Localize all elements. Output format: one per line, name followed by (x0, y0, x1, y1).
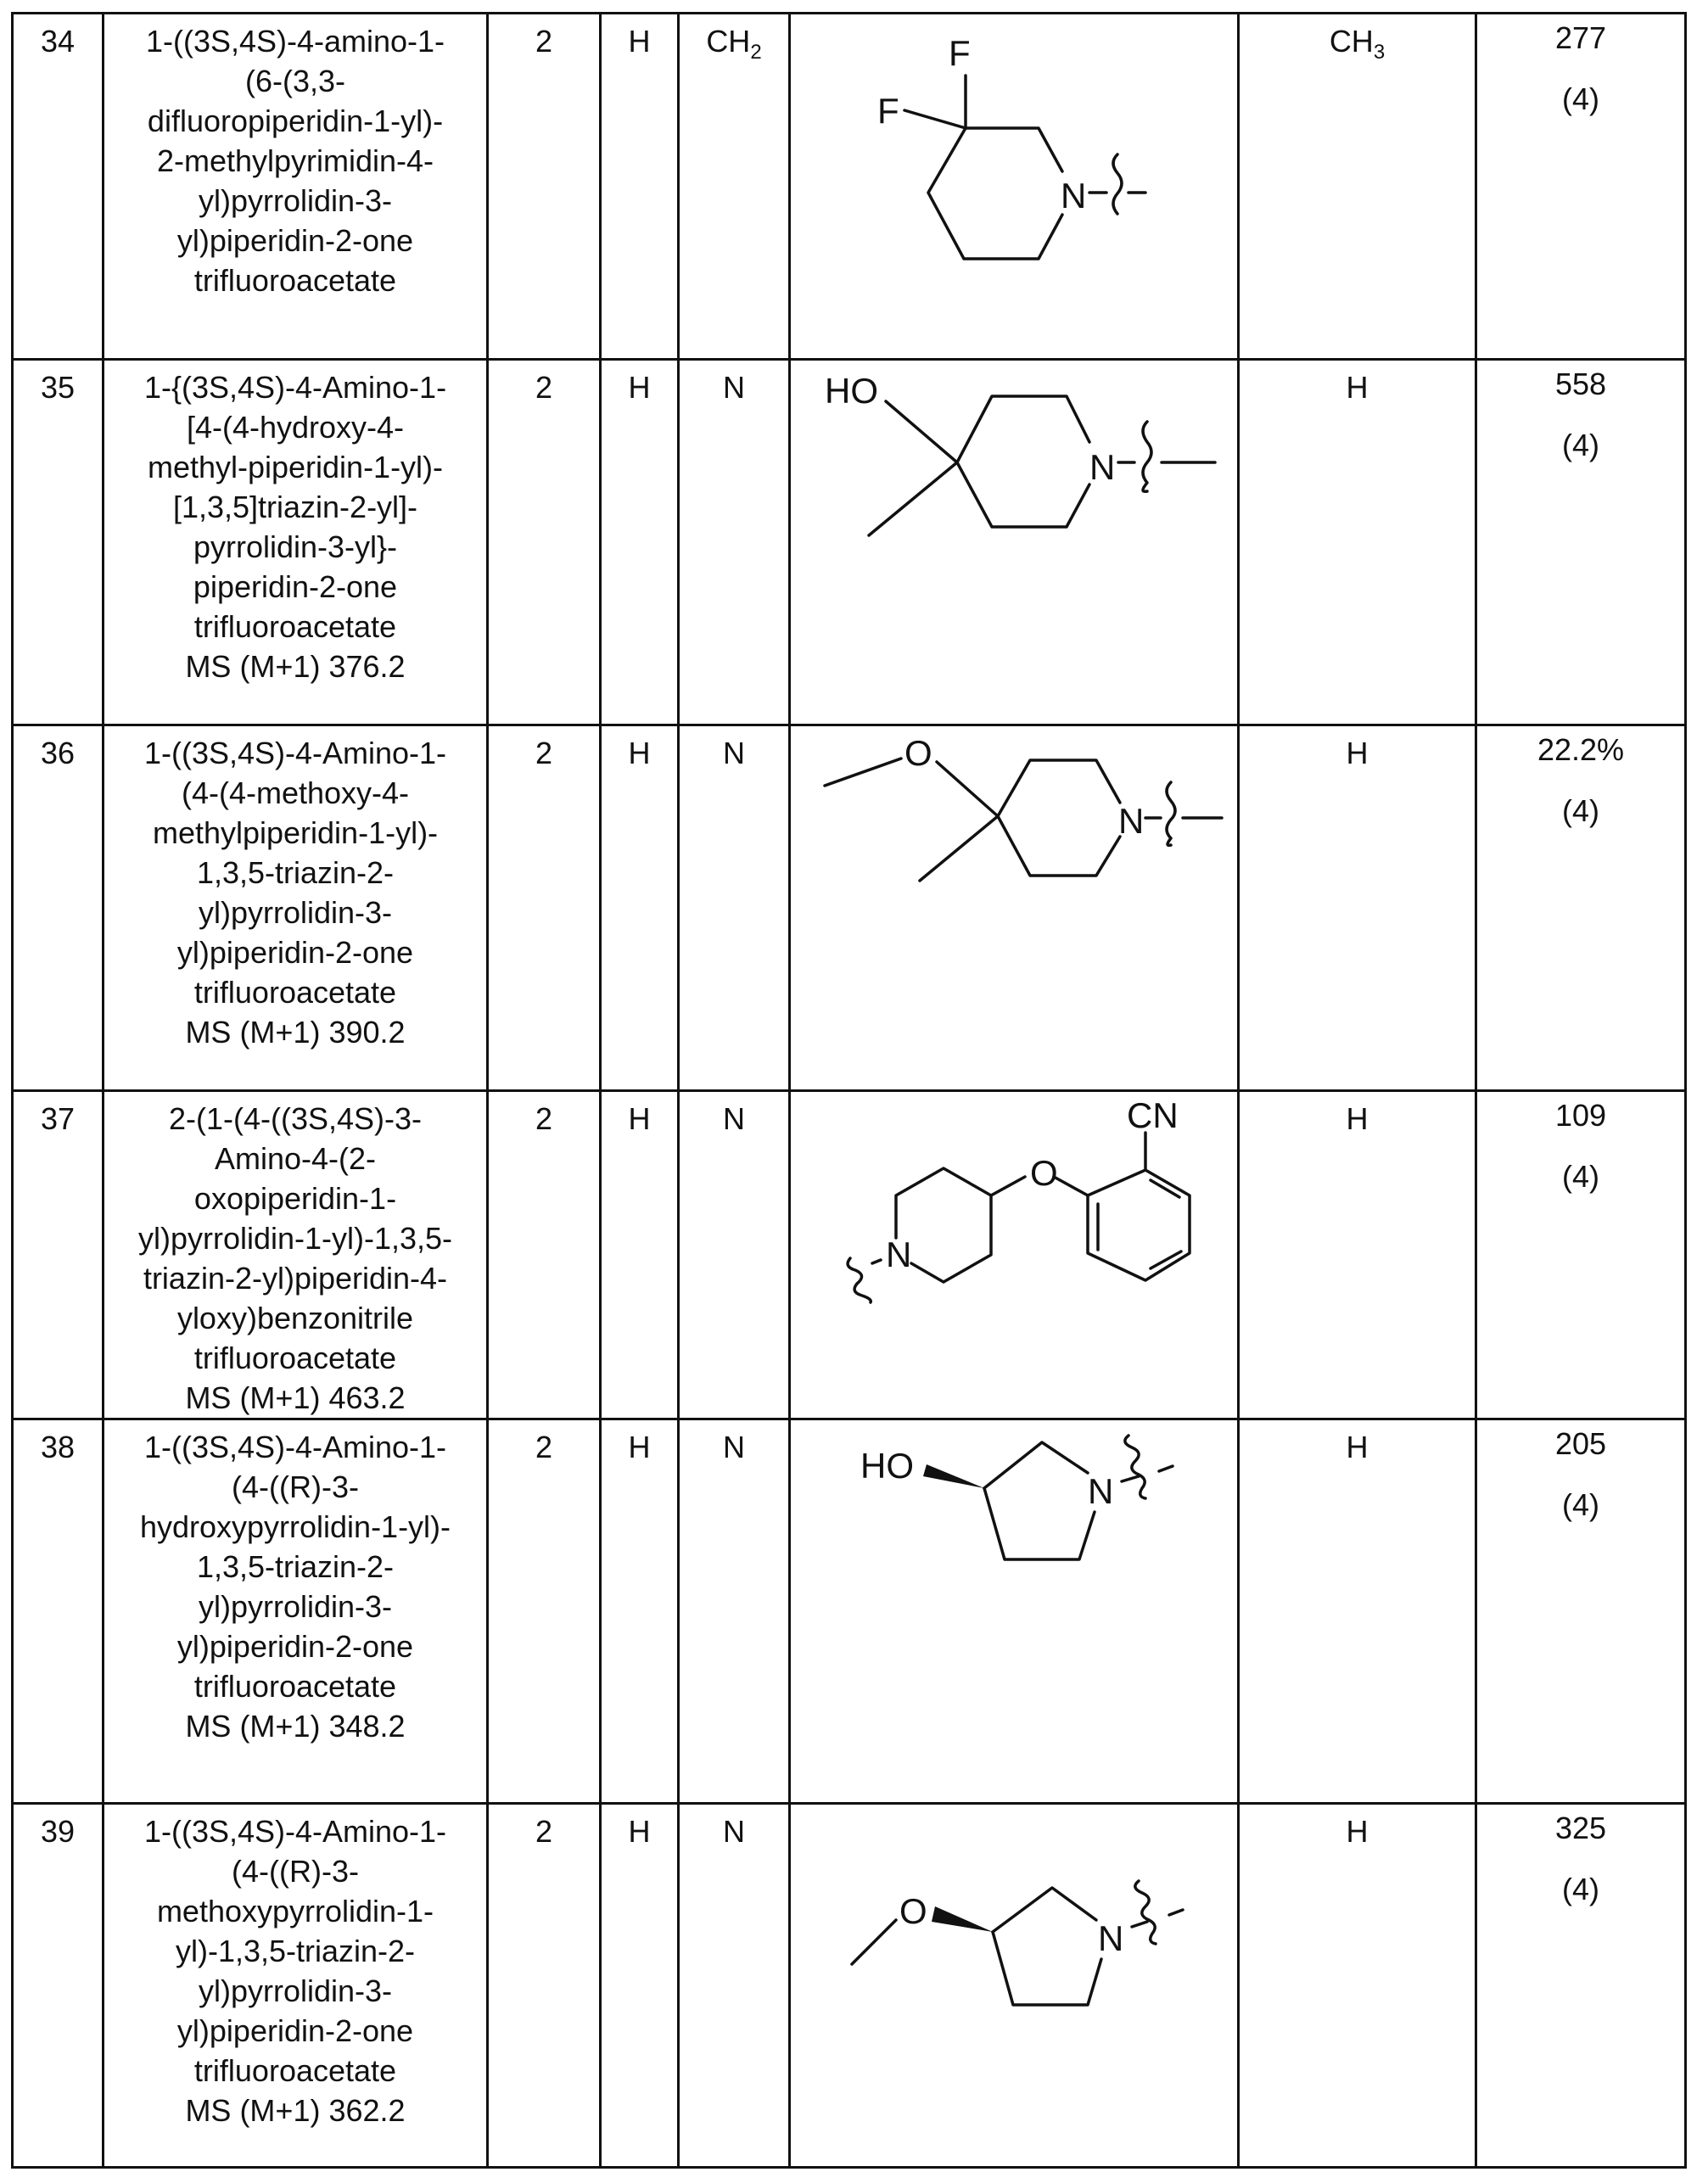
structure-cell: O N (788, 724, 1240, 1092)
activity-value: 277 (4) (1475, 12, 1687, 361)
r2-value: H (1237, 1089, 1477, 1420)
r2-value: H (1237, 724, 1477, 1092)
compound-table: 34 1-((3S,4S)-4-amino-1- (6-(3,3- difluo… (11, 12, 1687, 2169)
table-row: 35 1-{(3S,4S)-4-Amino-1- [4-(4-hydroxy-4… (11, 358, 1687, 726)
r2-value: CH3 (1237, 12, 1477, 361)
structure-cell: HO N (788, 1418, 1240, 1805)
hydroxyl-label: HO (825, 371, 878, 411)
x-value: N (677, 358, 791, 726)
compound-name: 1-((3S,4S)-4-Amino-1- (4-((R)-3- hydroxy… (102, 1418, 489, 1805)
cyanophenoxypiperidine-structure-icon: CN O N (846, 1095, 1191, 1304)
table-row: 37 2-(1-(4-((3S,4S)-3- Amino-4-(2- oxopi… (11, 1089, 1687, 1420)
n-value: 2 (486, 724, 602, 1092)
structure-cell: CN O N (788, 1089, 1240, 1420)
example-number: 39 (11, 1802, 104, 2169)
n-value: 2 (486, 12, 602, 361)
table-row: 34 1-((3S,4S)-4-amino-1- (6-(3,3- difluo… (11, 12, 1687, 361)
structure-cell: O N (788, 1802, 1240, 2169)
compound-name: 1-((3S,4S)-4-Amino-1- (4-((R)-3- methoxy… (102, 1802, 489, 2169)
compound-name: 1-{(3S,4S)-4-Amino-1- [4-(4-hydroxy-4- m… (102, 358, 489, 726)
compound-name: 1-((3S,4S)-4-Amino-1- (4-(4-methoxy-4- m… (102, 724, 489, 1092)
oxygen-label: O (904, 733, 932, 773)
table-row: 38 1-((3S,4S)-4-Amino-1- (4-((R)-3- hydr… (11, 1418, 1687, 1805)
r1-value: H (599, 1802, 680, 2169)
example-number: 34 (11, 12, 104, 361)
nitrogen-label: N (1118, 801, 1144, 841)
r1-value: H (599, 1418, 680, 1805)
methoxymethylpiperidine-structure-icon: O N (823, 733, 1224, 882)
nitrogen-label: N (1061, 176, 1086, 216)
compound-data-table: 34 1-((3S,4S)-4-amino-1- (6-(3,3- difluo… (11, 12, 1687, 2169)
r1-value: H (599, 1089, 680, 1420)
hydroxymethylpiperidine-structure-icon: HO N (825, 371, 1217, 537)
nitrogen-label: N (886, 1234, 911, 1274)
activity-value: 22.2% (4) (1475, 724, 1687, 1092)
n-value: 2 (486, 358, 602, 726)
nitrogen-label: N (1089, 447, 1115, 487)
x-value: N (677, 1802, 791, 2169)
difluoropiperidine-structure-icon: F F N (877, 33, 1147, 260)
example-number: 36 (11, 724, 104, 1092)
x-value: N (677, 1418, 791, 1805)
r2-value: H (1237, 1802, 1477, 2169)
example-number: 37 (11, 1089, 104, 1420)
x-value: N (677, 1089, 791, 1420)
methoxypyrrolidine-structure-icon: O N (850, 1879, 1184, 2007)
structure-cell: HO N (788, 358, 1240, 726)
activity-value: 558 (4) (1475, 358, 1687, 726)
r2-value: H (1237, 358, 1477, 726)
example-number: 35 (11, 358, 104, 726)
structure-cell: F F N (788, 12, 1240, 361)
oxygen-label: O (899, 1891, 927, 1931)
example-number: 38 (11, 1418, 104, 1805)
hydroxypyrrolidine-structure-icon: HO N (860, 1434, 1174, 1561)
compound-name: 1-((3S,4S)-4-amino-1- (6-(3,3- difluorop… (102, 12, 489, 361)
activity-value: 325 (4) (1475, 1802, 1687, 2169)
r2-value: H (1237, 1418, 1477, 1805)
nitrile-label: CN (1127, 1095, 1179, 1135)
fluorine-label: F (877, 91, 899, 131)
r1-value: H (599, 724, 680, 1092)
x-value: N (677, 724, 791, 1092)
r1-value: H (599, 358, 680, 726)
n-value: 2 (486, 1418, 602, 1805)
nitrogen-label: N (1088, 1471, 1113, 1511)
nitrogen-label: N (1098, 1918, 1123, 1958)
n-value: 2 (486, 1802, 602, 2169)
table-row: 39 1-((3S,4S)-4-Amino-1- (4-((R)-3- meth… (11, 1802, 1687, 2169)
activity-value: 109 (4) (1475, 1089, 1687, 1420)
table-row: 36 1-((3S,4S)-4-Amino-1- (4-(4-methoxy-4… (11, 724, 1687, 1092)
fluorine-label: F (949, 33, 971, 73)
x-value: CH2 (677, 12, 791, 361)
compound-name: 2-(1-(4-((3S,4S)-3- Amino-4-(2- oxopiper… (102, 1089, 489, 1420)
oxygen-label: O (1030, 1153, 1058, 1193)
r1-value: H (599, 12, 680, 361)
activity-value: 205 (4) (1475, 1418, 1687, 1805)
n-value: 2 (486, 1089, 602, 1420)
hydroxyl-label: HO (860, 1446, 914, 1486)
